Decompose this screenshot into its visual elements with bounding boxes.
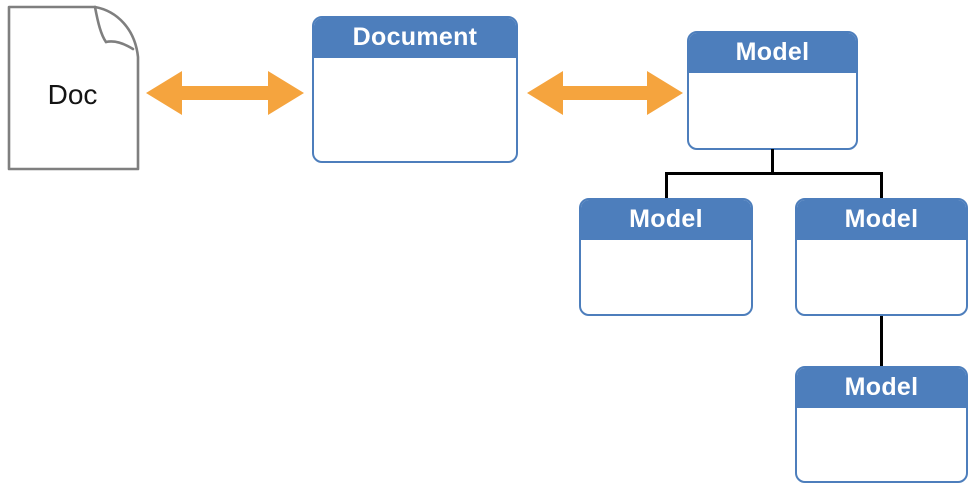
- doc-corner-fold-line: [93, 5, 108, 44]
- doc-corner-curl-line: [104, 40, 135, 51]
- model-right-child-box: Model: [795, 198, 968, 316]
- model-root-box: Model: [687, 31, 858, 150]
- connector-root-stem: [771, 149, 774, 175]
- double-arrow-shape: [146, 71, 304, 115]
- doc-document-sync-arrow-icon: [146, 71, 304, 115]
- doc-icon-label: Doc: [47, 79, 98, 110]
- connector-right-drop: [880, 172, 883, 200]
- model-root-box-title: Model: [689, 33, 856, 73]
- document-box-title: Document: [314, 18, 516, 58]
- model-left-child-box: Model: [579, 198, 753, 316]
- model-left-child-box-title: Model: [581, 200, 751, 240]
- double-arrow-shape: [527, 71, 683, 115]
- model-grandchild-box: Model: [795, 366, 968, 483]
- connector-left-drop: [665, 172, 668, 200]
- document-file-icon: [7, 5, 140, 171]
- document-model-sync-arrow-icon: [527, 71, 683, 115]
- doc-page-outline: [7, 5, 140, 171]
- model-grandchild-box-title: Model: [797, 368, 966, 408]
- document-box: Document: [312, 16, 518, 163]
- connector-bottom-link: [880, 315, 883, 367]
- model-right-child-box-title: Model: [797, 200, 966, 240]
- connector-horizontal-bar: [665, 172, 883, 175]
